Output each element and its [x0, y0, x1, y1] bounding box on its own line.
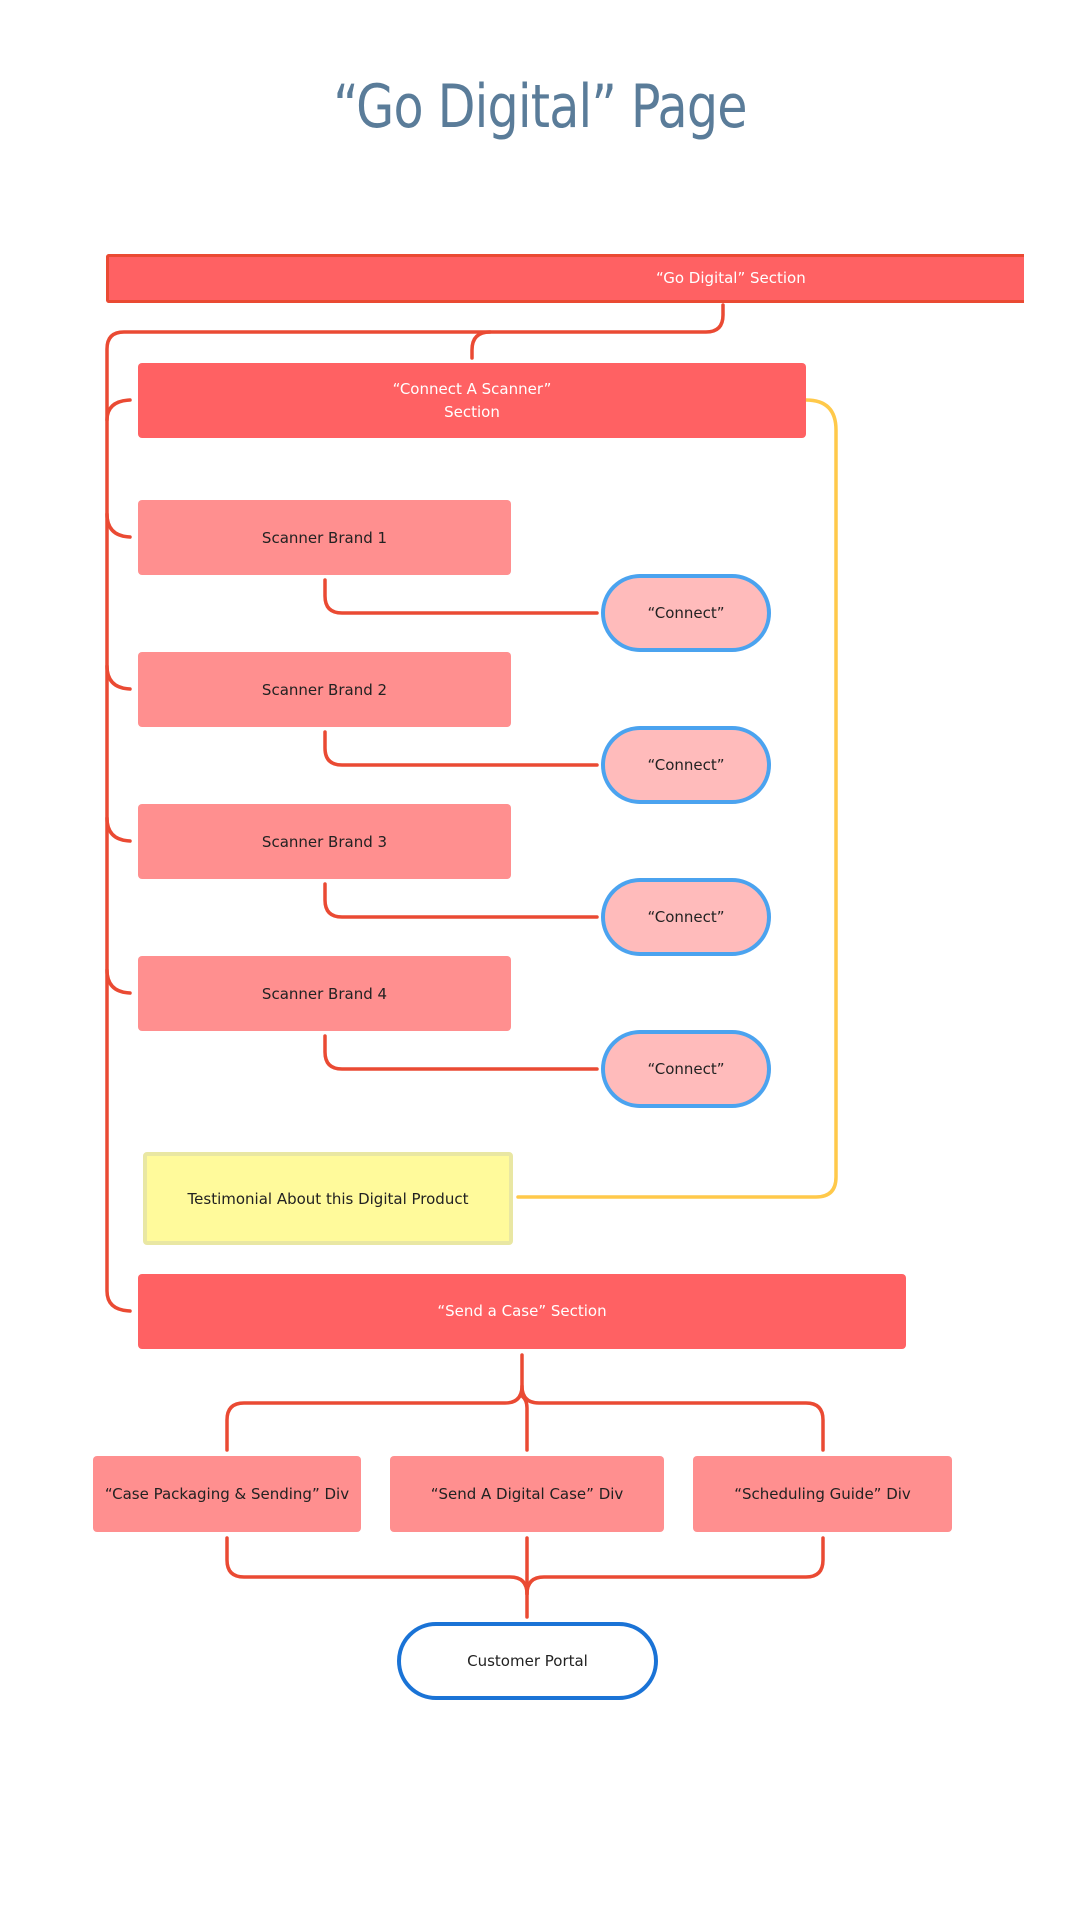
connect-button-3[interactable]: “Connect” [601, 878, 771, 956]
go-digital-section-label: “Go Digital” Section [656, 269, 806, 287]
connect-button-2-label: “Connect” [647, 756, 725, 774]
connect-button-3-label: “Connect” [647, 908, 725, 926]
connect-scanner-section-label-2: Section [444, 402, 500, 421]
connector-div-left-portal [225, 1536, 529, 1596]
page-title: “Go Digital” Page [333, 72, 747, 142]
connector-div-right-portal [525, 1536, 825, 1596]
connector-testimonial [516, 398, 838, 1199]
testimonial-label: Testimonial About this Digital Product [187, 1189, 469, 1208]
send-digital-case-div: “Send A Digital Case” Div [390, 1456, 664, 1532]
connector-brand-2-connect [323, 730, 599, 767]
connector-brand-4-connect [323, 1034, 599, 1071]
connector-brand-3-connect [323, 882, 599, 919]
scanner-brand-2-label: Scanner Brand 2 [261, 680, 388, 699]
connector-spine-brand-3 [105, 816, 132, 843]
go-digital-section: “Go Digital” Section [106, 254, 1024, 303]
connector-send-case-center [520, 1394, 529, 1452]
connector-send-case-right [520, 1384, 825, 1452]
scheduling-guide-div: “Scheduling Guide” Div [693, 1456, 952, 1532]
send-digital-case-div-label: “Send A Digital Case” Div [430, 1485, 624, 1503]
connector-send-case-left [225, 1353, 524, 1452]
connector-spine-brand-1 [105, 512, 132, 539]
connect-scanner-section-label: “Connect A Scanner” [392, 379, 552, 398]
scheduling-guide-div-label: “Scheduling Guide” Div [734, 1485, 911, 1503]
customer-portal[interactable]: Customer Portal [397, 1622, 658, 1700]
scanner-brand-3-label: Scanner Brand 3 [261, 832, 388, 851]
connector-spine-brand-4 [105, 968, 132, 995]
connect-scanner-section: “Connect A Scanner” Section [138, 363, 806, 438]
connector-spine-scanner-section [105, 398, 132, 422]
scanner-brand-4: Scanner Brand 4 [138, 956, 511, 1031]
send-case-section: “Send a Case” Section [138, 1274, 906, 1349]
send-case-section-label: “Send a Case” Section [437, 1302, 607, 1320]
connector-spine-brand-2 [105, 664, 132, 691]
scanner-brand-3: Scanner Brand 3 [138, 804, 511, 879]
scanner-brand-2: Scanner Brand 2 [138, 652, 511, 727]
connect-button-1-label: “Connect” [647, 604, 725, 622]
connect-button-1[interactable]: “Connect” [601, 574, 771, 652]
case-packaging-div: “Case Packaging & Sending” Div [93, 1456, 361, 1532]
connector-go-digital-to-scanner-section [470, 330, 492, 360]
case-packaging-div-label: “Case Packaging & Sending” Div [104, 1485, 350, 1503]
connector-go-digital [105, 303, 725, 1313]
scanner-brand-1-label: Scanner Brand 1 [261, 528, 388, 547]
testimonial-box: Testimonial About this Digital Product [143, 1152, 513, 1245]
customer-portal-label: Customer Portal [467, 1652, 588, 1670]
connect-button-4-label: “Connect” [647, 1060, 725, 1078]
connect-button-2[interactable]: “Connect” [601, 726, 771, 804]
connector-brand-1-connect [323, 578, 599, 615]
scanner-brand-4-label: Scanner Brand 4 [261, 984, 388, 1003]
connect-button-4[interactable]: “Connect” [601, 1030, 771, 1108]
scanner-brand-1: Scanner Brand 1 [138, 500, 511, 575]
